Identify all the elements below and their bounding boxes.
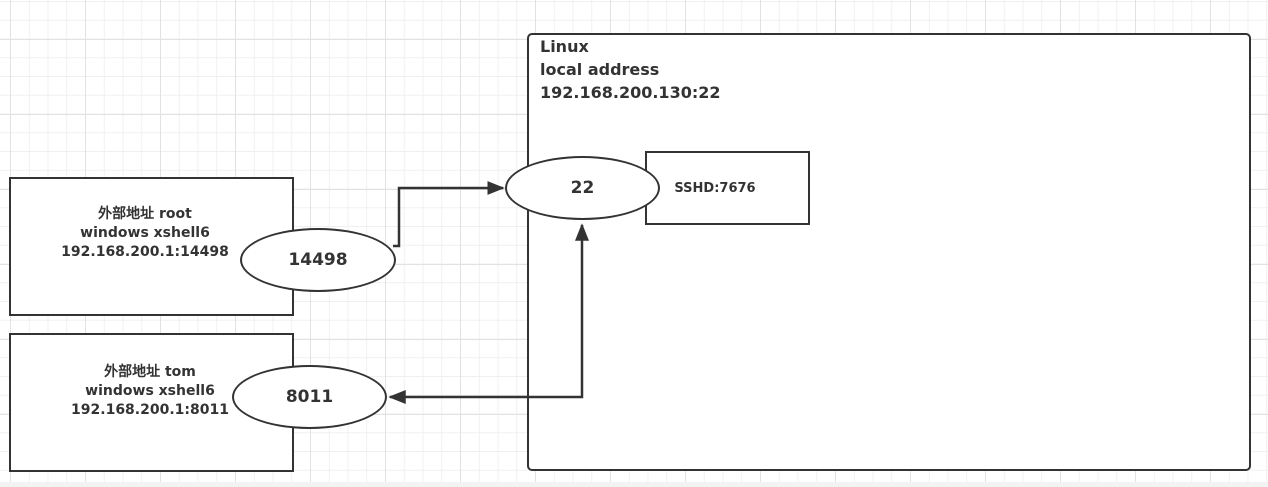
canvas-bottom-edge [0, 482, 1268, 487]
client-label-root: 外部地址 root windows xshell6 192.168.200.1:… [40, 205, 250, 262]
client-label-tom: 外部地址 tom windows xshell6 192.168.200.1:8… [45, 363, 255, 420]
port-8011-label: 8011 [285, 387, 334, 407]
port-ellipse-14498[interactable]: 14498 [240, 228, 396, 292]
client-tom-app: windows xshell6 [85, 383, 215, 399]
client-root-app: windows xshell6 [80, 225, 210, 241]
linux-server-label: Linux local address 192.168.200.130:22 [540, 35, 721, 104]
client-root-address: 192.168.200.1:14498 [61, 244, 229, 260]
server-address-title: local address [540, 60, 660, 79]
server-os: Linux [540, 37, 589, 56]
port-ellipse-8011[interactable]: 8011 [232, 365, 387, 429]
connector-22-to-8011[interactable] [388, 223, 589, 404]
client-root-name: 外部地址 root [98, 206, 192, 222]
port-22-label: 22 [570, 178, 595, 198]
client-tom-name: 外部地址 tom [104, 364, 196, 380]
client-tom-address: 192.168.200.1:8011 [71, 402, 229, 418]
server-address: 192.168.200.130:22 [540, 83, 721, 102]
port-14498-label: 14498 [288, 250, 348, 270]
connector-root-to-22[interactable] [393, 181, 505, 248]
port-ellipse-22[interactable]: 22 [505, 156, 660, 220]
sshd-process-label: SSHD:7676 [674, 180, 756, 196]
linux-server-box[interactable] [527, 33, 1251, 471]
